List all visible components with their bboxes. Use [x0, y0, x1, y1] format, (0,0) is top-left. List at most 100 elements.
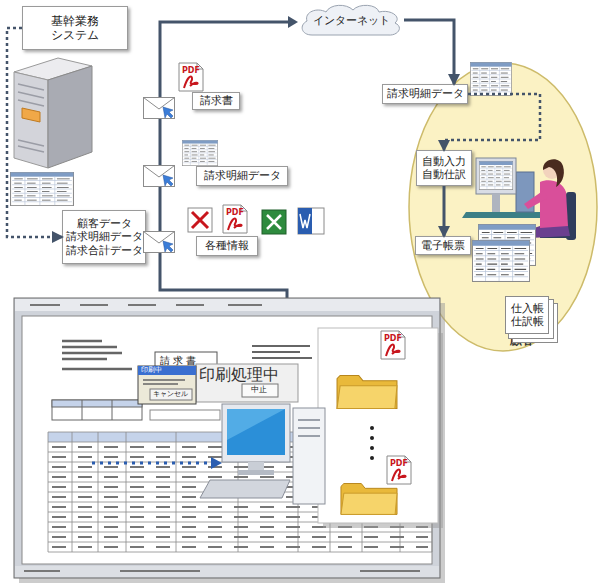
pdf-tag: PDF [390, 460, 408, 468]
screen-capture [14, 298, 440, 578]
document-icons [262, 210, 286, 234]
folder-panel [381, 331, 405, 359]
computer-illustration [200, 480, 290, 498]
document-icons [223, 205, 247, 233]
screen-capture [62, 341, 132, 369]
data-sheet-icon [182, 140, 217, 165]
server-illustration [18, 84, 44, 152]
computer-illustration [222, 404, 290, 462]
star-arrow [92, 457, 222, 469]
screen-capture [14, 298, 445, 583]
folder-panel [370, 446, 374, 450]
node-text: インターネット [313, 13, 390, 28]
folder-panel [370, 436, 374, 440]
document-icons [298, 208, 324, 234]
node-text: 請求明細データ [387, 87, 464, 100]
customer-illustrations [462, 62, 576, 281]
detail-label-box: 請求明細データ [382, 84, 468, 104]
customer-illustrations [540, 180, 568, 228]
transmission-wire [288, 16, 298, 28]
internet-cloud: インターネット [298, 4, 404, 36]
pdf-icon [179, 63, 203, 91]
customer-illustrations [476, 158, 516, 194]
document-icons [188, 205, 324, 234]
flow-arrow [443, 186, 446, 236]
data-sheet-icon [11, 172, 74, 205]
screen-capture [150, 410, 220, 420]
window-title: 請 求 書 [160, 356, 196, 366]
button-text: キャンセル [153, 391, 188, 398]
customer-illustrations [472, 241, 529, 282]
folder-panel [337, 376, 397, 409]
customer-illustrations [543, 159, 564, 187]
node-text: 各種情報 [205, 239, 249, 252]
screen-capture [138, 366, 196, 404]
folder-panel [387, 456, 411, 484]
auto-entry-box: 自動入力 自動仕訳 [416, 150, 472, 186]
customer-illustrations [479, 161, 512, 189]
screen-capture [196, 364, 298, 402]
dotted-arrow [7, 28, 62, 237]
computer-illustration [238, 470, 274, 475]
folder-panel [318, 328, 438, 523]
pdf-tag: PDF [384, 335, 402, 343]
screen-capture [242, 384, 278, 397]
folder-panel [318, 328, 443, 528]
button-text: 中止 [251, 386, 267, 394]
info-label-box: 各種情報 [196, 236, 258, 256]
node-text: 仕入帳 仕訳帳 [506, 302, 548, 328]
screen-capture [30, 304, 262, 306]
system-label-box: 基幹業務 システム [22, 6, 128, 50]
customer-illustrations [524, 190, 548, 209]
envelope-icons [144, 98, 175, 119]
screen-capture [15, 299, 439, 311]
node-text: 電子帳票 [421, 239, 465, 252]
detail-label-box: 請求明細データ [196, 166, 288, 186]
screen-capture [52, 400, 142, 407]
screen-capture [150, 389, 192, 400]
screen-capture [19, 303, 445, 583]
computer-illustration [248, 462, 264, 470]
computer-illustration [227, 409, 285, 440]
star-arrow [211, 457, 222, 469]
document-icons [300, 214, 310, 228]
pdf-tag: PDF [182, 67, 200, 75]
node-text: 自動入力 自動仕訳 [419, 155, 469, 181]
server-illustration [14, 72, 48, 168]
folder-panel [370, 456, 374, 460]
status-text: 印刷処理中 [199, 367, 279, 383]
computer-illustration [293, 408, 325, 504]
screen-capture [143, 380, 185, 384]
data-label-box: 顧客データ 請求明細データ 請求合計データ [62, 210, 146, 264]
flow-arrow [404, 20, 454, 84]
envelope-icons [144, 98, 175, 253]
dialog-title: 印刷中 [141, 367, 162, 374]
customer-illustrations [470, 62, 511, 95]
node-text: 顧客データ 請求明細データ 請求合計データ [65, 217, 143, 257]
invoice-label-box: 請求書 [192, 92, 240, 110]
node-text: 請求書 [200, 94, 233, 107]
folder-panel [341, 484, 397, 515]
document-icons [298, 208, 312, 234]
ledger-pages: 仕入帳 仕訳帳 [505, 296, 549, 334]
server-illustration [22, 108, 40, 122]
screen-capture [24, 570, 420, 572]
document-icons [192, 212, 208, 228]
server-illustration [14, 58, 92, 168]
server-illustration [48, 66, 92, 168]
computer-illustration [200, 404, 325, 504]
node-text: 基幹業務 システム [35, 14, 115, 43]
node-text: 請求明細データ [204, 169, 281, 182]
computer-illustration [227, 409, 285, 455]
screen-capture [82, 400, 112, 420]
screen-capture [52, 400, 142, 420]
cloud-shape [302, 5, 399, 35]
e-ledger-box: 電子帳票 [415, 236, 471, 255]
customer-illustrations [462, 212, 545, 218]
document-icons [267, 215, 281, 229]
screen-capture [252, 346, 312, 358]
envelope-icons [144, 232, 175, 253]
